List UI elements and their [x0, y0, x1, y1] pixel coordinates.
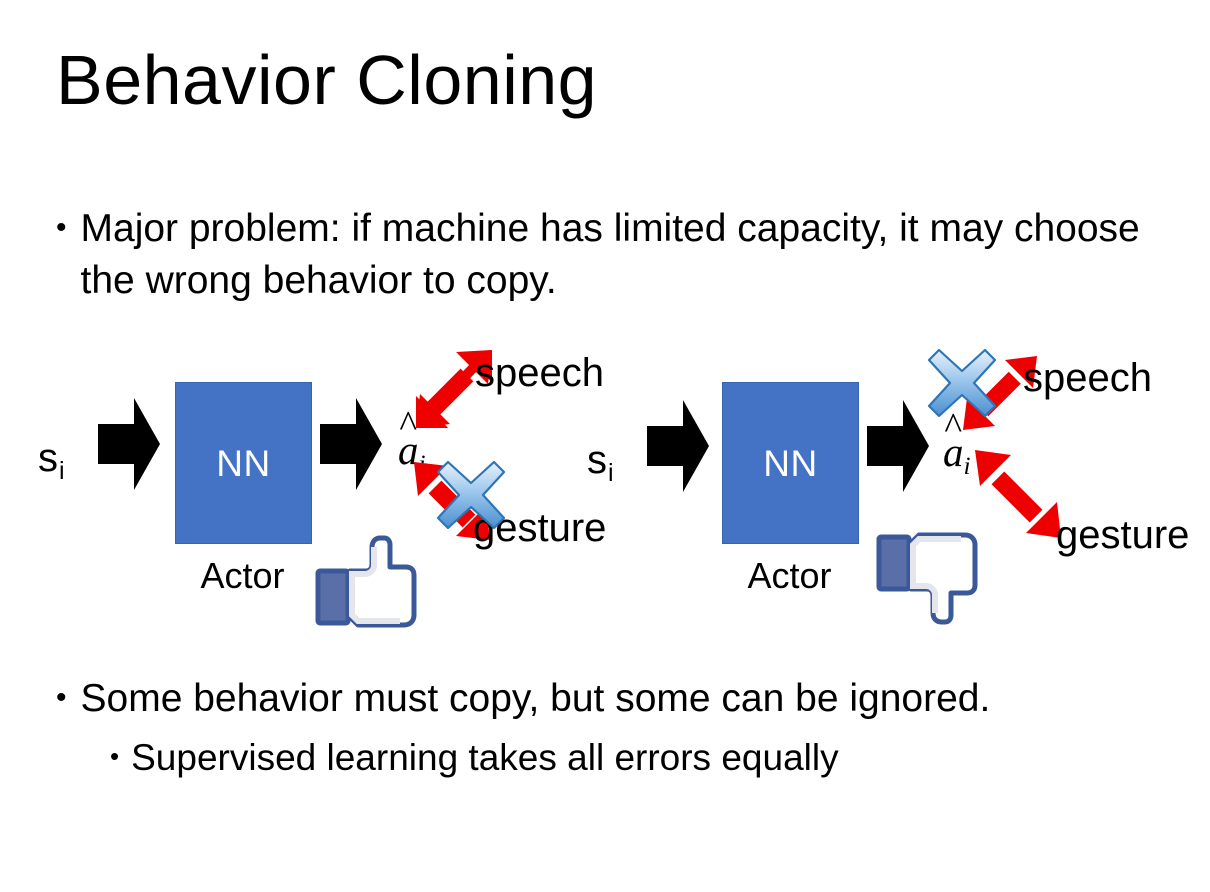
output-label-gesture-right: gesture — [1056, 513, 1190, 557]
page-title: Behavior Cloning — [56, 41, 598, 119]
diagram-right: si NN Actor ^ai — [575, 340, 1195, 640]
state-label-left: si — [38, 438, 65, 484]
nn-box-label: NN — [763, 442, 818, 484]
bullet-bottom-2: • Supervised learning takes all errors e… — [110, 733, 1180, 783]
bullet-top-text: Major problem: if machine has limited ca… — [80, 207, 1140, 303]
bullet-bottom-1-text: Some behavior must copy, but some can be… — [80, 677, 991, 720]
action-symbol: ^a — [398, 403, 419, 473]
diagram-left: si NN Actor ^ai — [30, 340, 630, 640]
action-symbol: ^a — [943, 405, 964, 475]
state-label-right: si — [587, 440, 614, 486]
bullet-top: • Major problem: if machine has limited … — [56, 203, 1146, 308]
output-arrow-left — [320, 398, 382, 490]
actor-label-left: Actor — [200, 555, 285, 596]
thumbs-up-icon — [314, 535, 418, 635]
hat-accent: ^ — [944, 405, 963, 448]
state-subscript: i — [608, 458, 614, 487]
bullet-marker-icon: • — [110, 741, 120, 771]
output-arrow-right — [867, 400, 929, 492]
action-label-right: ^ai — [943, 405, 971, 481]
hat-accent: ^ — [399, 403, 418, 446]
actor-label-right: Actor — [747, 555, 832, 596]
bullet-marker-icon: • — [56, 681, 67, 714]
nn-box-right: NN — [722, 382, 859, 544]
state-symbol: s — [587, 438, 607, 482]
output-label-speech-right: speech — [1023, 356, 1152, 400]
action-subscript: i — [963, 452, 971, 481]
output-label-speech-left: speech — [475, 351, 604, 395]
thumbs-down-icon — [875, 525, 979, 625]
red-arrow-gesture-right — [969, 448, 1065, 544]
input-arrow-right — [647, 400, 709, 492]
bullet-bottom-2-text: Supervised learning takes all errors equ… — [131, 737, 839, 778]
input-arrow-left — [98, 398, 160, 490]
nn-box-label: NN — [216, 442, 271, 484]
blocked-x-icon-right — [925, 346, 999, 420]
nn-box-left: NN — [175, 382, 312, 544]
bullet-bottom-1: • Some behavior must copy, but some can … — [56, 673, 1176, 725]
state-subscript: i — [59, 456, 65, 485]
blocked-x-icon-left — [434, 458, 508, 532]
state-symbol: s — [38, 436, 58, 480]
bullet-marker-icon: • — [56, 211, 67, 244]
red-arrow-speech-left — [408, 348, 494, 434]
